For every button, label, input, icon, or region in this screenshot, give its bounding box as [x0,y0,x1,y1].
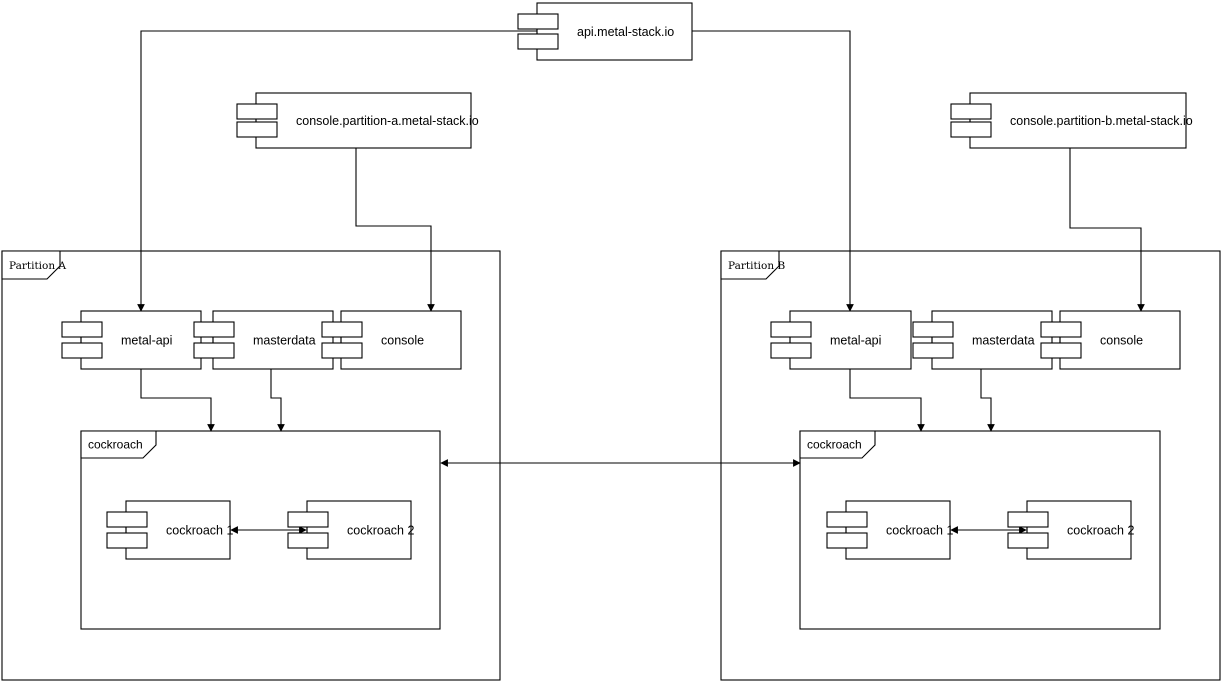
component-port-1-icon [826,511,868,528]
component-label: masterdata [972,334,1035,348]
component-label: console.partition-b.metal-stack.io [1010,114,1193,128]
component-api-metal-stack-io[interactable]: api.metal-stack.io [517,2,693,61]
frame-label: Partition B [728,260,785,272]
connector-a-metal-api-to-cockroach [140,369,215,432]
components-layer: api.metal-stack.io console.partition-a.me… [61,2,1193,560]
connector-a-masterdata-to-cockroach [270,369,285,432]
component-body [1059,310,1181,370]
component-body [80,310,202,370]
component-port-2-icon [517,33,559,50]
component-metal-api[interactable]: metal-api [61,310,202,370]
component-label: console [1100,334,1143,348]
component-port-2-icon [61,342,103,359]
frame-label: cockroach [807,438,862,452]
connector-console-a-to-a-console [355,148,435,312]
component-port-1-icon [287,511,329,528]
component-masterdata[interactable]: masterdata [193,310,334,370]
component-port-1-icon [236,103,278,120]
component-console[interactable]: console [1040,310,1181,370]
connector-console-b-to-b-console [1069,148,1145,312]
component-port-1-icon [106,511,148,528]
component-body [931,310,1053,370]
component-body [536,2,693,61]
component-port-1-icon [61,321,103,338]
component-metal-api[interactable]: metal-api [770,310,912,370]
component-port-2-icon [826,532,868,549]
frame-name-tab [799,430,876,459]
component-port-2-icon [236,121,278,138]
component-port-1-icon [1007,511,1049,528]
component-body [255,92,472,149]
component-port-1-icon [193,321,235,338]
component-label: cockroach 1 [886,524,953,538]
component-console-partition-b-metal-stack-io[interactable]: console.partition-b.metal-stack.io [950,92,1193,149]
component-port-2-icon [106,532,148,549]
component-body [340,310,462,370]
component-masterdata[interactable]: masterdata [912,310,1053,370]
component-port-2-icon [950,121,992,138]
component-cockroach-1[interactable]: cockroach 1 [106,500,233,560]
component-label: api.metal-stack.io [577,25,674,39]
component-body [212,310,334,370]
component-label: cockroach 1 [166,524,233,538]
component-port-1-icon [950,103,992,120]
component-port-2-icon [1007,532,1049,549]
component-port-2-icon [193,342,235,359]
component-label: metal-api [121,334,172,348]
component-label: metal-api [830,334,881,348]
component-port-1-icon [1040,321,1082,338]
component-label: console [381,334,424,348]
component-cockroach-2[interactable]: cockroach 2 [287,500,414,560]
component-port-1-icon [517,13,559,30]
component-console-partition-a-metal-stack-io[interactable]: console.partition-a.metal-stack.io [236,92,479,149]
component-body [969,92,1187,149]
component-port-1-icon [321,321,363,338]
component-cockroach-1[interactable]: cockroach 1 [826,500,953,560]
component-label: masterdata [253,334,316,348]
connector-b-masterdata-to-cockroach [980,369,995,432]
component-body [845,500,951,560]
frame-label: cockroach [88,438,143,452]
connector-api-to-b-metal-api [692,30,854,312]
connector-api-to-a-metal-api [137,30,537,312]
component-body [789,310,912,370]
component-port-1-icon [912,321,954,338]
frame-name-tab [720,250,780,280]
component-label: console.partition-a.metal-stack.io [296,114,479,128]
frame-name-tab [1,250,61,280]
component-port-2-icon [770,342,812,359]
component-body [306,500,412,560]
component-cockroach-2[interactable]: cockroach 2 [1007,500,1134,560]
connections-layer [137,30,1145,534]
component-label: cockroach 2 [1067,524,1134,538]
component-port-2-icon [321,342,363,359]
component-port-1-icon [770,321,812,338]
connector-b-metal-api-to-cockroach [849,369,925,432]
frame-name-tab [80,430,157,459]
component-port-2-icon [1040,342,1082,359]
component-port-2-icon [287,532,329,549]
component-console[interactable]: console [321,310,462,370]
component-port-2-icon [912,342,954,359]
frame-label: Partition A [9,260,66,272]
component-label: cockroach 2 [347,524,414,538]
